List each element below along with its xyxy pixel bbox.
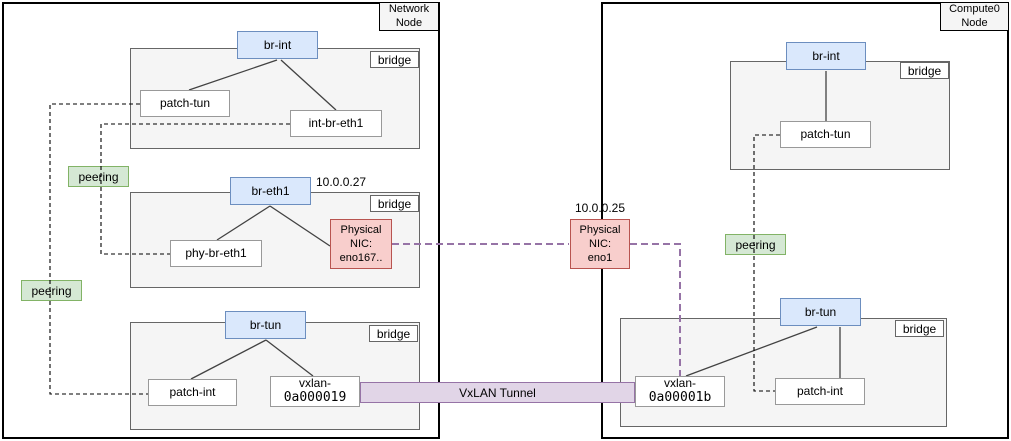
- nic-line: NIC:: [350, 237, 372, 250]
- bridge-tag-compute-brint: bridge: [900, 62, 949, 79]
- nic-line: Physical: [340, 223, 382, 236]
- vxlan-id: 0a000019: [283, 389, 347, 405]
- port-network-vxlan-0a000019: vxlan- 0a000019: [270, 376, 360, 407]
- peering-label-int-eth1: peering: [68, 166, 129, 187]
- bridge-tag-compute-brtun: bridge: [895, 320, 944, 337]
- physical-nic-eno1-box: Physical NIC: eno1: [570, 219, 630, 269]
- bridge-tag-network-brtun: bridge: [369, 325, 418, 342]
- network-br-eth1-box: br-eth1: [230, 177, 311, 205]
- physical-nic-eno167-box: Physical NIC: eno167..: [330, 219, 392, 269]
- vxlan-tunnel-band: VxLAN Tunnel: [360, 382, 635, 403]
- ip-label-breth1: 10.0.0.27: [316, 175, 367, 189]
- bridge-tag-network-breth1: bridge: [370, 195, 419, 212]
- vxlan-name: vxlan-: [663, 376, 696, 391]
- compute-node-title: Compute0 Node: [940, 2, 1009, 31]
- vxlan-name: vxlan-: [298, 376, 331, 391]
- port-network-patch-tun: patch-tun: [140, 90, 230, 117]
- network-br-tun-box: br-tun: [225, 311, 306, 339]
- network-node-title: Network Node: [379, 2, 439, 31]
- port-network-patch-int: patch-int: [148, 379, 237, 406]
- port-compute-patch-tun: patch-tun: [780, 121, 871, 148]
- compute-br-tun-box: br-tun: [780, 298, 861, 326]
- nic-line: eno1: [587, 252, 613, 265]
- vxlan-id: 0a00001b: [648, 389, 712, 405]
- bridge-tag-network-brint: bridge: [370, 51, 419, 68]
- port-compute-patch-int: patch-int: [775, 378, 865, 405]
- peering-label-compute: peering: [725, 234, 786, 255]
- ip-label-eno1: 10.0.0.25: [574, 201, 626, 215]
- nic-line: eno167..: [339, 252, 383, 265]
- peering-label-int-tun: peering: [21, 280, 82, 301]
- nic-line: NIC:: [589, 237, 611, 250]
- network-br-int-box: br-int: [237, 31, 318, 59]
- port-compute-vxlan-0a00001b: vxlan- 0a00001b: [635, 376, 725, 407]
- port-network-int-br-eth1: int-br-eth1: [290, 110, 382, 137]
- nic-line: Physical: [579, 223, 621, 236]
- compute-br-int-box: br-int: [786, 42, 866, 70]
- port-network-phy-br-eth1: phy-br-eth1: [170, 240, 262, 267]
